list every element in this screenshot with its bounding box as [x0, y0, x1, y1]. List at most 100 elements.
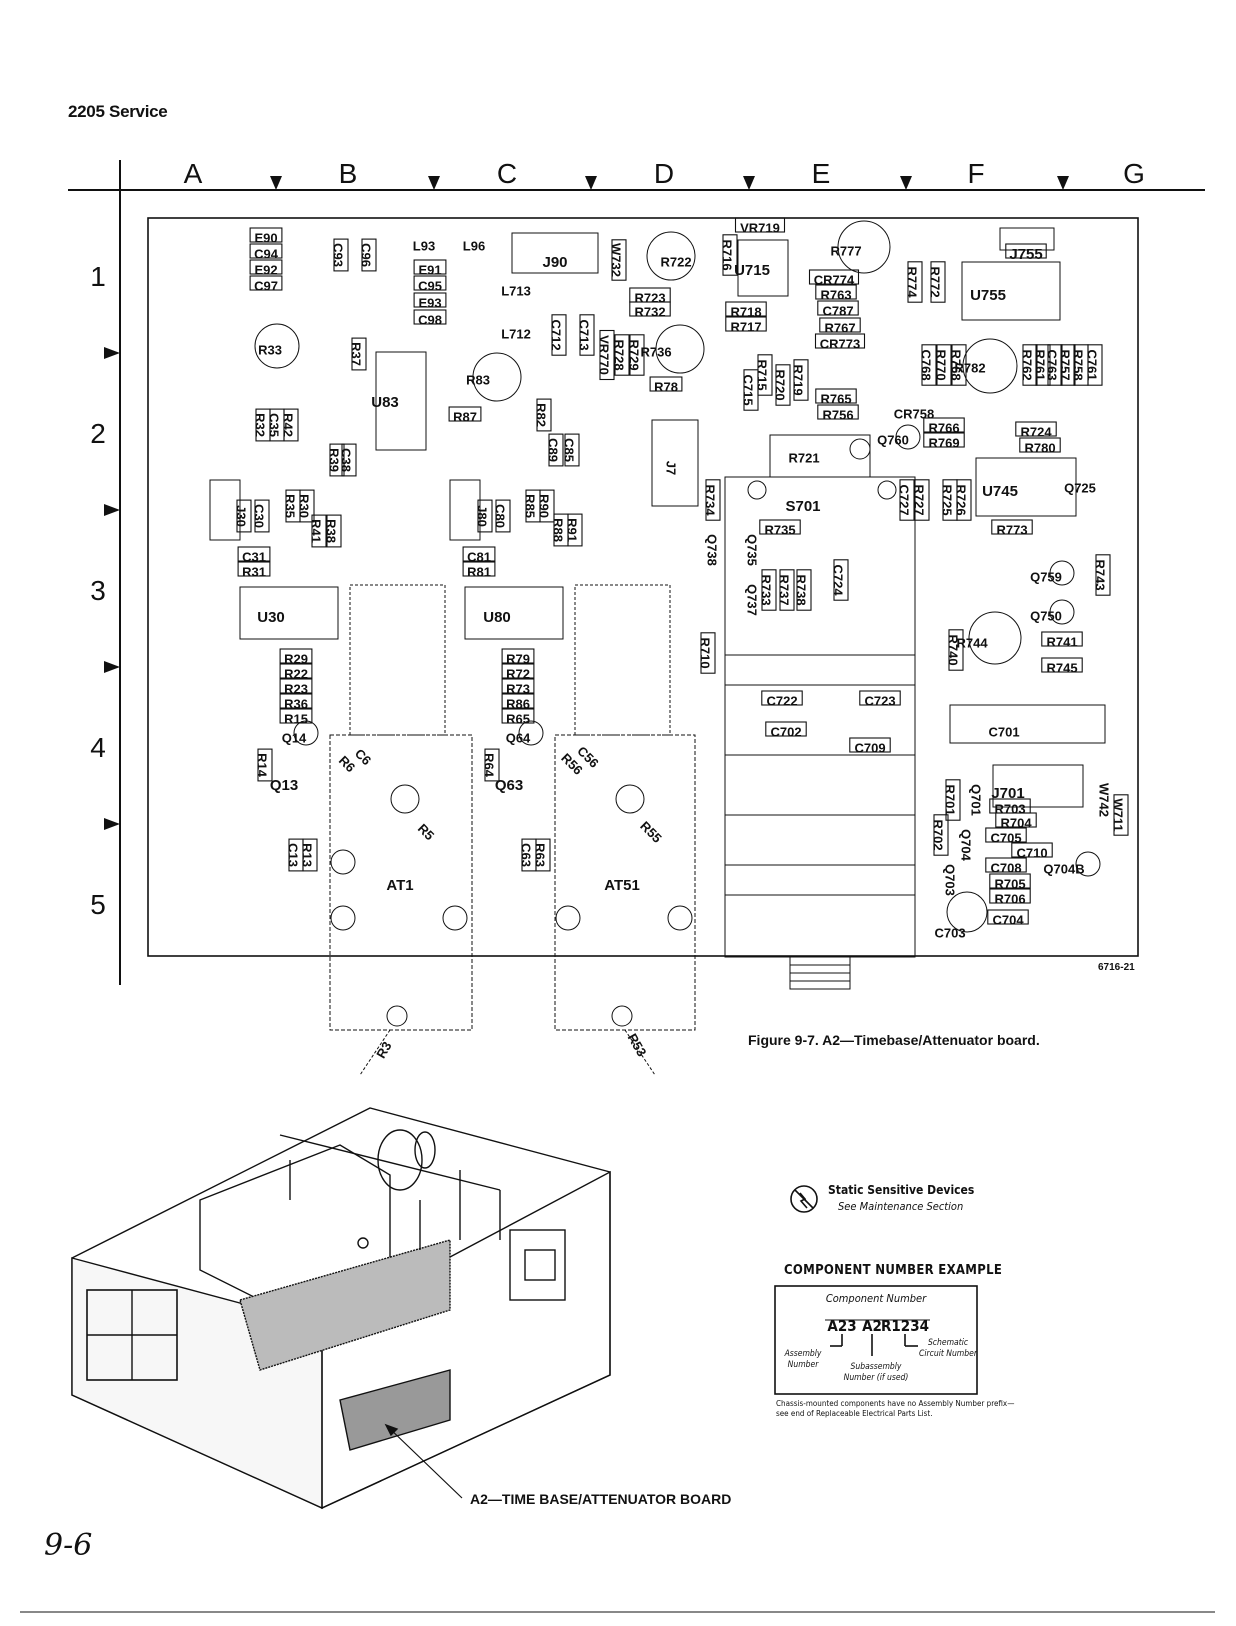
component-r762-group: R762	[1020, 344, 1038, 386]
component-r717-outline	[725, 316, 767, 332]
component-r37-outline	[351, 337, 367, 371]
component-q64-group: Q64	[506, 730, 531, 745]
grid-column-marker	[428, 176, 440, 190]
grid-row-2: 2	[90, 418, 106, 449]
component-r715-group: R715	[755, 354, 773, 396]
component-r716-group: R716	[720, 234, 738, 276]
component-r719-outline	[793, 359, 809, 401]
component-r774-group: R774	[905, 261, 923, 303]
component-r5-group: R5	[415, 821, 437, 843]
component-r22-outline	[279, 663, 313, 679]
component-r738: R738	[794, 574, 809, 605]
component-r36: R36	[284, 696, 308, 711]
component-c722-outline	[761, 690, 803, 706]
component-c97-outline	[249, 275, 283, 291]
static-notice-subtitle: See Maintenance Section	[838, 1200, 964, 1213]
component-r772-group: R772	[928, 261, 946, 303]
component-c30-outline	[254, 499, 270, 533]
component-c93-group: C93	[331, 238, 349, 272]
component-r732: R732	[634, 304, 665, 319]
component-w732-outline	[611, 239, 627, 281]
component-c723: C723	[864, 693, 895, 708]
component-c38-group: C38	[339, 443, 357, 477]
component-r32: R32	[253, 413, 268, 437]
component-r766-group: R766	[923, 417, 965, 435]
component-r73-outline	[501, 678, 535, 694]
component-c98-outline	[413, 309, 447, 325]
component-c709-group: C709	[849, 737, 891, 755]
grid-row-marker	[104, 504, 120, 516]
component-r716: R716	[720, 239, 735, 270]
component-c85-outline	[564, 433, 580, 467]
grid-column-b: B	[339, 158, 358, 189]
component-r72-outline	[501, 663, 535, 679]
component-r762-outline	[1022, 344, 1038, 386]
component-c35: C35	[267, 413, 282, 437]
component-c727-group: C727	[897, 479, 915, 521]
component-r31: R31	[242, 564, 266, 579]
component-j30-outline	[236, 499, 252, 533]
component-r37: R37	[349, 342, 364, 366]
component-example-note: Chassis-mounted components have no Assem…	[776, 1399, 1015, 1418]
component-r33-group: R33	[258, 342, 282, 357]
component-r756: R756	[822, 407, 853, 422]
component-r53: R53	[625, 1031, 650, 1059]
component-r729: R729	[627, 339, 642, 370]
component-c93: C93	[331, 243, 346, 267]
component-r55-group: R55	[637, 818, 664, 845]
component-e91-outline	[413, 259, 447, 275]
grid-column-marker	[270, 176, 282, 190]
example-subassembly-label-line1: Subassembly	[851, 1362, 902, 1372]
component-r766-outline	[923, 417, 965, 433]
component-r724-group: R724	[1015, 421, 1057, 439]
component-r13-group: R13	[300, 838, 318, 872]
component-l93: L93	[413, 238, 435, 253]
component-r53-group: R53	[625, 1031, 650, 1059]
component-c727: C727	[897, 484, 912, 515]
component-r723-group: R723	[629, 287, 671, 305]
component-c722-group: C722	[761, 690, 803, 708]
component-r719-group: R719	[791, 359, 809, 401]
component-r22: R22	[284, 666, 308, 681]
component-r90-outline	[539, 489, 555, 523]
component-c38: C38	[339, 448, 354, 472]
component-r13-outline	[302, 838, 318, 872]
static-notice-title: Static Sensitive Devices	[828, 1183, 975, 1197]
component-c761-group: C761	[1085, 344, 1103, 386]
component-q760-group: Q760	[877, 432, 909, 447]
component-r756-outline	[817, 404, 859, 420]
component-r738-outline	[796, 569, 812, 611]
component-r720: R720	[773, 369, 788, 400]
component-r90-group: R90	[537, 489, 555, 523]
component-c95-outline	[413, 275, 447, 291]
component-r15: R15	[284, 711, 308, 726]
component-r15-outline	[279, 708, 313, 724]
component-c63: C63	[519, 843, 534, 867]
component-u755: U755	[970, 287, 1006, 304]
component-e93: E93	[418, 295, 441, 310]
component-c704-group: C704	[987, 909, 1029, 927]
component-r718-outline	[725, 301, 767, 317]
component-q703: Q703	[943, 864, 958, 896]
component-r735-outline	[759, 519, 801, 535]
component-r81-outline	[462, 561, 496, 577]
component-r717-group: R717	[725, 316, 767, 334]
component-r745-group: R745	[1041, 657, 1083, 675]
component-c30: C30	[252, 504, 267, 528]
component-r705-group: R705	[989, 873, 1031, 891]
component-r37-group: R37	[349, 337, 367, 371]
component-w732: W732	[609, 243, 624, 277]
component-r738-group: R738	[794, 569, 812, 611]
component-u80-group: U80	[483, 609, 511, 626]
component-e92-outline	[249, 259, 283, 275]
component-r757-group: R757	[1058, 344, 1076, 386]
component-cr774-outline	[808, 269, 860, 285]
component-j701-group: J701	[991, 785, 1024, 802]
component-r782: R782	[954, 360, 985, 375]
component-c96: C96	[359, 243, 374, 267]
component-j755-group: J755	[1005, 243, 1047, 263]
component-r740-group: R740	[946, 629, 964, 671]
component-r765: R765	[820, 391, 851, 406]
